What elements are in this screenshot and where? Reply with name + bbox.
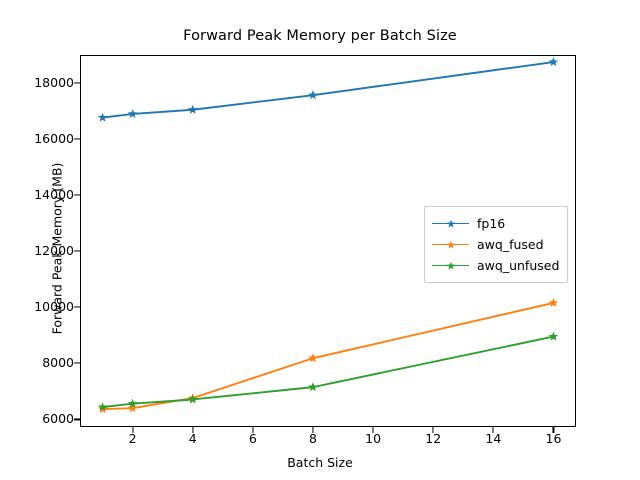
y-axis-tick-mark [74, 362, 80, 364]
series-marker [127, 108, 138, 118]
x-axis-tick-label: 16 [545, 431, 562, 446]
y-axis-label: Forward Peak Memory (MB) [49, 162, 65, 335]
series-marker [548, 331, 559, 341]
x-axis-tick-mark [312, 427, 314, 433]
y-axis-tick-mark [74, 194, 80, 196]
series-marker [127, 403, 138, 413]
series-line [101, 301, 555, 410]
y-axis-tick-label: 14000 [34, 186, 74, 202]
chart-title: Forward Peak Memory per Batch Size [183, 28, 457, 44]
y-axis-tick-label: 10000 [34, 298, 74, 314]
series-marker [548, 57, 559, 67]
legend-label: awq_unfused [477, 258, 560, 273]
series-marker [308, 353, 318, 363]
series-line [101, 61, 555, 119]
plot-series-layer [97, 57, 559, 414]
legend-item-awq_unfused: awq_unfused [432, 255, 559, 276]
y-axis-tick-labels: 6000 8000 10000 12000 14000 16000 18000 [0, 0, 74, 480]
legend-item-fp16: fp16 [432, 213, 559, 234]
x-axis-tick-label: 12 [425, 431, 442, 446]
legend-swatch [432, 260, 469, 272]
series-marker [127, 398, 138, 408]
series-marker [187, 104, 198, 114]
series-awq_unfused [97, 331, 559, 412]
y-axis-tick-mark [74, 138, 80, 140]
x-axis-tick-label: 14 [485, 431, 502, 446]
series-marker [97, 402, 108, 412]
series-marker [187, 394, 198, 404]
y-axis-tick-label: 16000 [34, 130, 74, 146]
legend-item-awq_fused: awq_fused [432, 234, 559, 255]
y-axis-tick-mark [74, 81, 80, 84]
x-axis-tick-mark [492, 427, 494, 433]
y-axis-tick-mark [74, 418, 80, 420]
series-fp16 [97, 57, 559, 122]
series-line [101, 335, 555, 409]
series-marker [548, 297, 559, 307]
y-axis-tick-label: 12000 [34, 242, 74, 258]
y-axis-tick-mark [74, 306, 80, 308]
y-axis-tick-label: 6000 [42, 411, 74, 427]
chart-legend: fp16 awq_fused awq_unfused [424, 206, 569, 283]
series-awq_fused [97, 297, 559, 414]
y-axis-tick-label: 8000 [42, 355, 74, 371]
x-axis-tick-label: 6 [248, 431, 257, 446]
y-axis-tick-mark [74, 250, 80, 252]
x-axis-label: Batch Size [287, 455, 353, 470]
x-axis-tick-mark [252, 427, 254, 433]
x-axis-tick-mark [192, 427, 194, 433]
y-axis-tick-label: 18000 [34, 74, 74, 90]
legend-swatch [432, 239, 469, 251]
series-marker [308, 90, 318, 100]
x-axis-tick-label: 4 [188, 431, 197, 446]
x-axis-tick-label: 10 [365, 431, 382, 446]
x-axis-tick-mark [552, 427, 554, 433]
x-axis-tick-label: 8 [308, 431, 317, 446]
x-axis-tick-label: 2 [128, 431, 137, 446]
series-marker [308, 382, 318, 392]
legend-label: fp16 [477, 216, 506, 231]
x-axis-tick-mark [132, 427, 134, 433]
star-icon [446, 261, 456, 270]
plot-area-frame [80, 55, 576, 427]
star-icon [446, 219, 456, 228]
series-marker [97, 112, 108, 122]
legend-swatch [432, 218, 469, 230]
x-axis-tick-mark [372, 427, 374, 433]
star-icon [446, 240, 456, 249]
x-axis-tick-mark [432, 427, 434, 433]
legend-label: awq_fused [477, 237, 544, 252]
